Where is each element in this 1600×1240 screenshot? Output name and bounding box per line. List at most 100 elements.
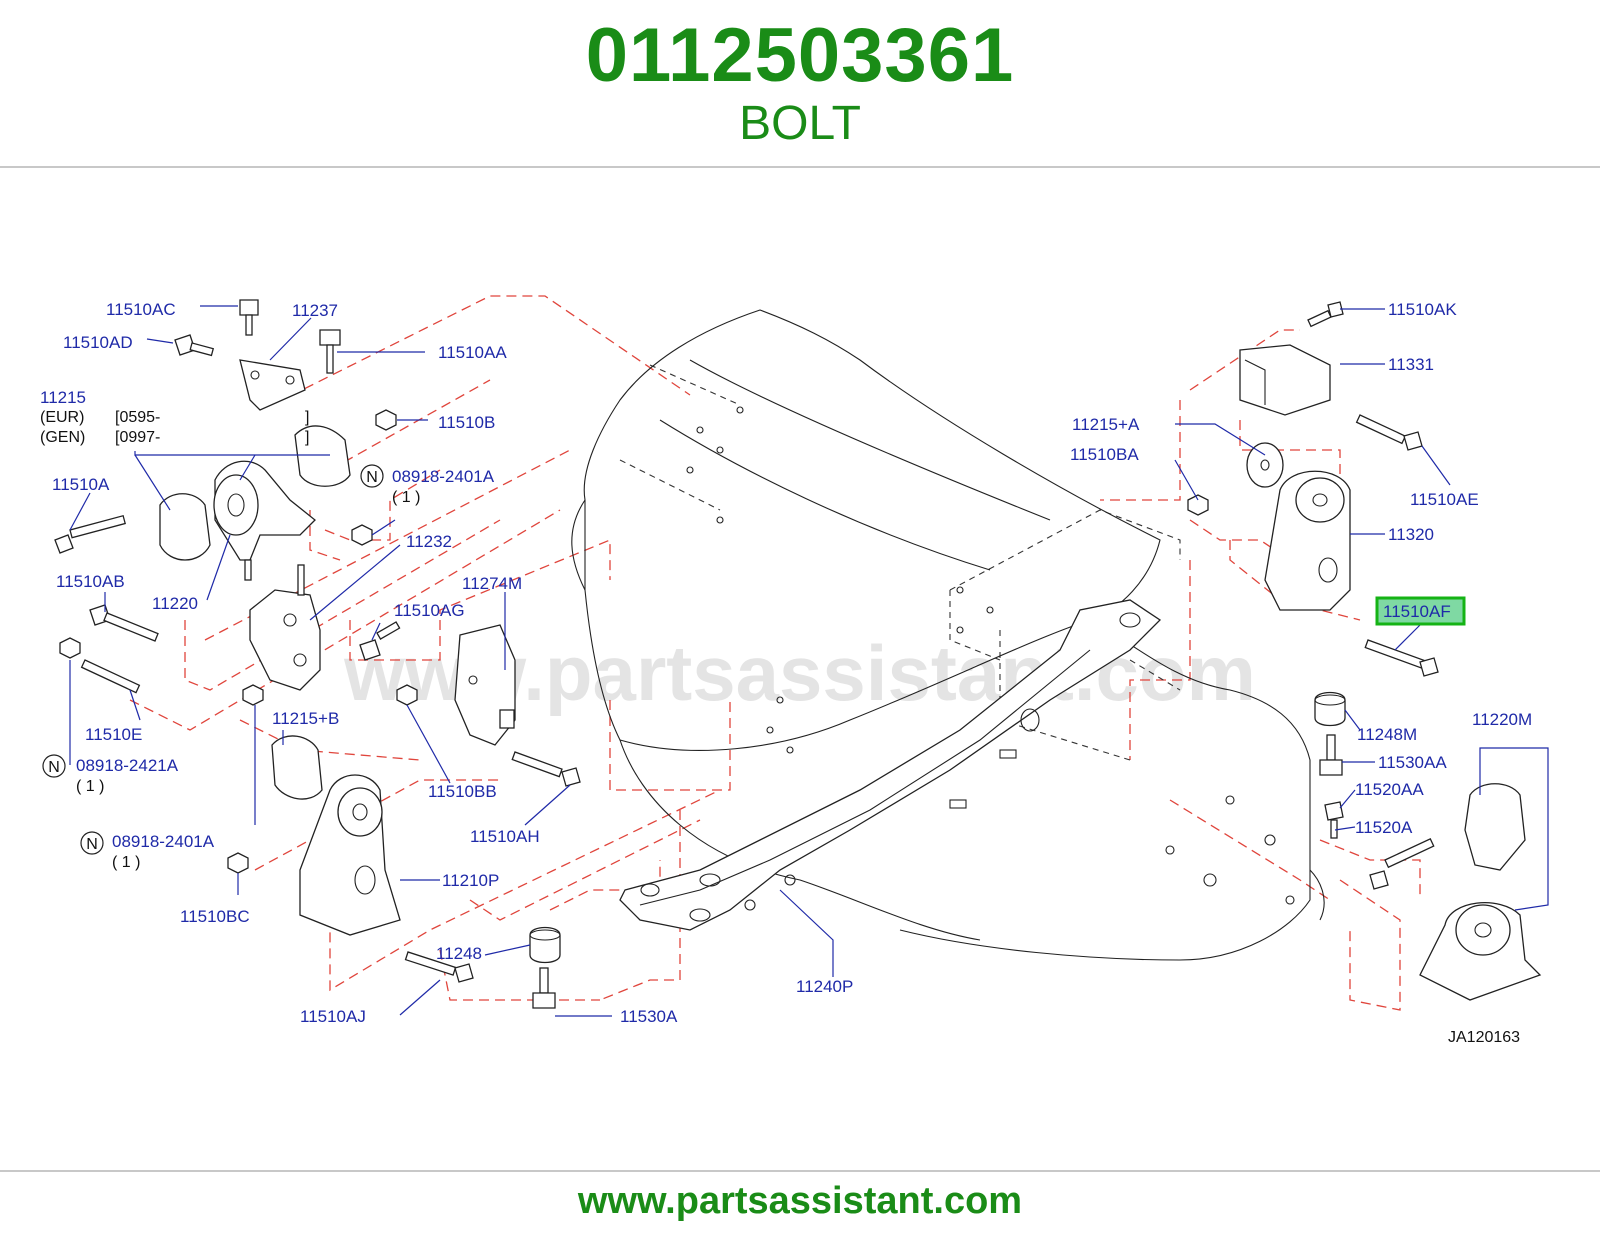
engine-outline [571, 309, 1325, 961]
bracket-11274M [454, 624, 516, 746]
shim-11215B [271, 735, 323, 800]
label-qty-1b: ( 1 ) [76, 778, 104, 795]
label-08918-2401A-2[interactable]: 08918-2401A [112, 832, 215, 851]
mount-11220M-upper [1464, 783, 1526, 871]
label-11215[interactable]: 11215 [40, 388, 86, 407]
label-11237[interactable]: 11237 [292, 301, 338, 320]
footer-url[interactable]: www.partsassistant.com [577, 1180, 1023, 1222]
label-11232[interactable]: 11232 [406, 532, 452, 551]
label-11510AK[interactable]: 11510AK [1388, 300, 1457, 319]
header-divider [0, 166, 1600, 168]
label-11520A[interactable]: 11520A [1355, 818, 1413, 837]
shim-11215A [1246, 442, 1284, 488]
label-11530AA[interactable]: 11530AA [1378, 753, 1447, 772]
label-11510B[interactable]: 11510B [438, 413, 495, 432]
bushing-11248M [1314, 691, 1346, 727]
bracket-11237 [239, 359, 306, 411]
nut-11510B [375, 409, 397, 431]
bolt-11520A [1369, 838, 1435, 890]
stud-11510E [80, 659, 141, 694]
label-11510BB[interactable]: 11510BB [428, 782, 497, 801]
bolt-11510AK [1307, 301, 1344, 328]
nut-11215B [242, 684, 264, 706]
label-11220[interactable]: 11220 [152, 594, 198, 613]
label-gen-date: [0997- [115, 429, 160, 446]
bolt-11510AC [239, 299, 259, 336]
label-11510AC[interactable]: 11510AC [106, 300, 176, 319]
label-bracket-close-1: ] [305, 409, 309, 426]
bolt-11510AD [174, 334, 215, 357]
label-11320[interactable]: 11320 [1388, 525, 1434, 544]
label-11248M[interactable]: 11248M [1357, 725, 1417, 744]
label-08918-2401A-1[interactable]: 08918-2401A [392, 467, 495, 486]
n-mark-circle-2 [42, 754, 66, 778]
label-08918-2421A[interactable]: 08918-2421A [76, 756, 179, 775]
diagram-code: JA120163 [1448, 1029, 1520, 1046]
bushing-11248 [529, 926, 561, 964]
label-bracket-close-2: ] [305, 429, 309, 446]
bracket-11331 [1239, 344, 1331, 416]
label-gen: (GEN) [40, 429, 85, 446]
label-11331[interactable]: 11331 [1388, 355, 1434, 374]
mount-11220 [213, 460, 316, 581]
label-11215B[interactable]: 11215+B [272, 709, 339, 728]
bolt-11530AA [1319, 734, 1343, 776]
label-11510A[interactable]: 11510A [52, 475, 110, 494]
nut-11510BB [396, 684, 418, 706]
label-11210P[interactable]: 11210P [442, 871, 499, 890]
bolt-11510AJ [404, 951, 474, 983]
label-eur-date: [0595- [115, 409, 160, 426]
mount-11210P [299, 774, 401, 936]
part-number-title: 0112503361 [585, 13, 1015, 98]
mount-11320 [1264, 470, 1351, 611]
label-11240P[interactable]: 11240P [796, 977, 853, 996]
label-qty-1a: ( 1 ) [392, 489, 420, 506]
bolt-11510AH [511, 751, 581, 787]
label-11510AB[interactable]: 11510AB [56, 572, 125, 591]
bolt-11510AB [89, 604, 159, 642]
crossmember-11240P [619, 599, 1162, 931]
label-11510AH[interactable]: 11510AH [470, 827, 540, 846]
label-11530A[interactable]: 11530A [620, 1007, 678, 1026]
label-11510AG[interactable]: 11510AG [394, 601, 465, 620]
n-mark-circle [360, 464, 384, 488]
page-header: 0112503361 BOLT [0, 0, 1600, 168]
label-11510BA[interactable]: 11510BA [1070, 445, 1139, 464]
bracket-11232 [249, 564, 321, 691]
label-11274M[interactable]: 11274M [462, 574, 522, 593]
bolt-11510AF [1364, 639, 1439, 677]
part-name-subtitle: BOLT [739, 97, 861, 150]
n-mark-circle-3 [80, 831, 104, 855]
label-qty-1c: ( 1 ) [112, 854, 140, 871]
bolt-11510A [54, 514, 126, 554]
label-11510AD[interactable]: 11510AD [63, 333, 133, 352]
nut-11510BC [227, 852, 249, 874]
label-11510AA[interactable]: 11510AA [438, 343, 507, 362]
n-mark-3: N [86, 836, 98, 853]
bolt-11510AG [359, 621, 401, 661]
label-11248[interactable]: 11248 [436, 944, 482, 963]
leader-lines [69, 305, 1549, 1017]
label-11510AJ[interactable]: 11510AJ [300, 1007, 366, 1026]
n-mark-2: N [48, 759, 60, 776]
label-11215A[interactable]: 11215+A [1072, 415, 1140, 434]
shim-11215-left [159, 425, 351, 561]
label-11510AF-highlighted[interactable]: 11510AF [1383, 602, 1451, 621]
bolt-11510AE [1355, 414, 1423, 451]
part-labels: 11510AC 11237 11510AD 11510AA 11215 (EUR… [40, 300, 1532, 1046]
label-11510BC[interactable]: 11510BC [180, 907, 250, 926]
mount-11220M-lower [1419, 902, 1542, 1001]
nut-11232 [351, 524, 373, 546]
label-11520AA[interactable]: 11520AA [1355, 780, 1424, 799]
bolt-11510AA [319, 329, 341, 374]
nut-11510BA [1187, 494, 1209, 516]
nut-11510E [59, 637, 81, 659]
highlight-box [1375, 596, 1466, 626]
label-11510AE[interactable]: 11510AE [1410, 490, 1479, 509]
n-mark: N [366, 469, 378, 486]
bolt-11530A [532, 967, 556, 1009]
footer-divider [0, 1170, 1600, 1172]
label-11220M[interactable]: 11220M [1472, 710, 1532, 729]
label-11510E[interactable]: 11510E [85, 725, 142, 744]
parts-diagram: www.partsassistant.com [40, 295, 1549, 1046]
